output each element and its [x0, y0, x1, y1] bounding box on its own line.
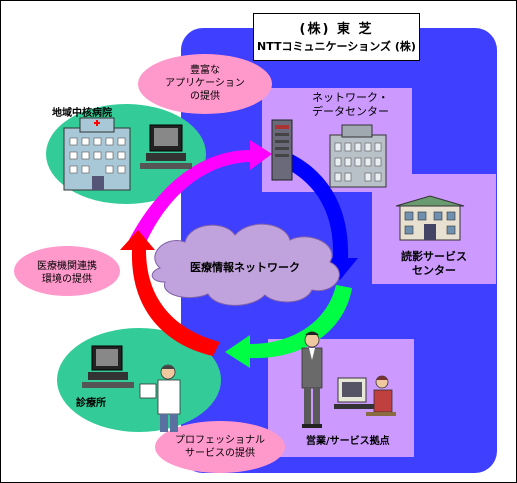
- sales-base-label: 営業/サービス拠点: [306, 436, 390, 447]
- cooperation-bubble: [14, 246, 120, 296]
- businessman-icon: [301, 331, 323, 428]
- company-header: (株) 東 芝 NTTコミュニケーションズ (株): [253, 13, 420, 61]
- arrow-blue: [272, 148, 358, 280]
- network-center-line-2: データセンター: [312, 105, 389, 118]
- company-line-2: NTTコミュニケーションズ (株): [257, 40, 416, 53]
- data-center-building-icon: [329, 124, 387, 188]
- clinic-label: 診療所: [76, 398, 106, 409]
- applications-line-3: の提供: [190, 91, 220, 102]
- reading-center-line-1: 読影サービス: [401, 250, 467, 263]
- applications-bubble-text: 豊富な アプリケーション の提供: [146, 64, 264, 103]
- arrow-magenta: [128, 140, 272, 245]
- applications-bubble: [138, 54, 272, 114]
- professional-line-2: サービスの提供: [185, 448, 255, 459]
- network-cloud-label: 医療情報ネットワーク: [190, 261, 300, 274]
- network-center-label: ネットワーク・ データセンター: [312, 91, 404, 119]
- network-cloud: [151, 223, 340, 306]
- cooperation-line-2: 環境の提供: [42, 274, 92, 285]
- hospital-building-icon: [63, 117, 131, 191]
- cooperation-bubble-text: 医療機関連携 環境の提供: [18, 260, 116, 286]
- hospital-computer-icon: [140, 124, 192, 169]
- applications-line-1: 豊富な: [190, 65, 220, 76]
- cycle-arrows: [120, 140, 358, 368]
- arrow-red: [120, 230, 220, 356]
- reading-center-building-icon: [395, 195, 465, 241]
- applications-line-2: アプリケーション: [165, 78, 245, 89]
- desk-worker-icon: [334, 375, 396, 416]
- reading-center-label: 読影サービス センター: [384, 250, 484, 278]
- professional-line-1: プロフェッショナル: [175, 435, 265, 446]
- clinic-computer-icon: [82, 345, 134, 388]
- company-line-1: (株) 東 芝: [299, 22, 374, 37]
- regional-hospital-label: 地域中核病院: [52, 108, 112, 119]
- network-center-line-1: ネットワーク・: [312, 91, 389, 104]
- reading-center-line-2: センター: [412, 264, 456, 277]
- server-rack-icon: [271, 119, 293, 181]
- cooperation-line-1: 医療機関連携: [37, 261, 97, 272]
- doctor-icon: [139, 364, 181, 432]
- professional-bubble-text: プロフェッショナル サービスの提供: [160, 434, 280, 460]
- professional-bubble: [155, 421, 285, 473]
- arrow-green: [225, 285, 352, 368]
